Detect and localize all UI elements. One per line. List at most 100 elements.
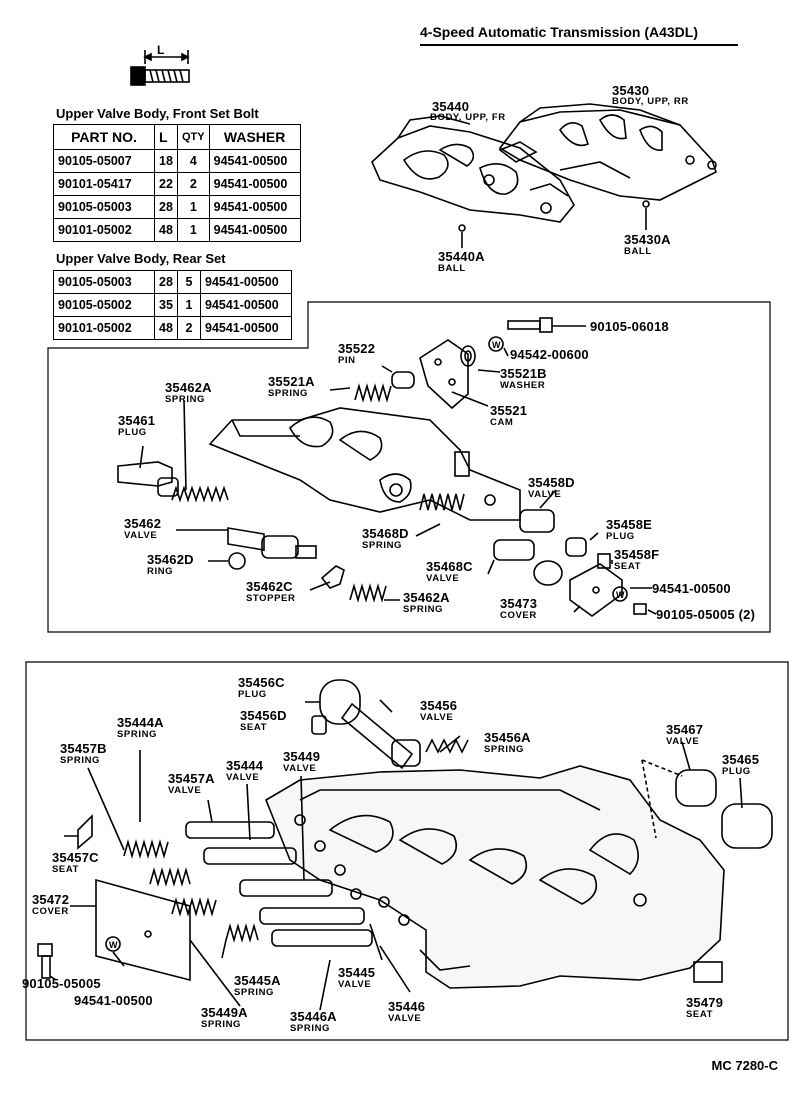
part-name-35440: BODY, UPP, FR [430,112,506,123]
plug-35458e [565,537,587,557]
part-name-35456a: SPRING [484,744,525,755]
part-number-90105-06018: 90105-06018 [590,319,669,334]
part-number-35462a-top: 35462A [165,380,212,395]
part-number-35446: 35446 [388,999,426,1014]
part-number-35458d: 35458D [528,475,575,490]
part-number-35444: 35444 [226,758,264,773]
washer-cell: 94541-00500 [208,218,301,242]
table-header-row: PART NO. L QTY WASHER [53,124,301,150]
length-cell: 48 [154,218,178,242]
part-name-35446a: SPRING [290,1023,331,1034]
length-cell: 48 [154,316,178,340]
column-header-washer: WASHER [208,124,301,150]
cam-35521 [419,339,469,410]
spring-35462a-bot [349,583,387,603]
part-name-35461: PLUG [118,427,147,438]
part-number-35444a: 35444A [117,715,164,730]
seat-35456d [311,715,327,735]
part-name-35445: VALVE [338,979,372,990]
valve-35444 [203,847,297,865]
washer-mark-icon-3 [105,936,121,952]
part-number-35467: 35467 [666,722,704,737]
upper-rear-body-illustration [498,103,717,201]
bolt-length-label: L [157,43,165,57]
spring-35445a [225,923,259,943]
qty-cell: 4 [177,149,210,173]
plug-35461 [117,461,179,497]
valve-35456 [340,702,421,770]
valve-35462 [227,527,317,559]
part-number-35430: 35430 [612,83,650,98]
part-no-cell: 90101-05417 [53,172,155,196]
qty-cell: 2 [177,172,210,196]
column-header-length: L [154,124,178,150]
pin-35522 [391,371,415,389]
rear-set-caption: Upper Valve Body, Rear Set [56,251,226,266]
lower-valve-body-illustration [265,765,725,989]
part-number-35473: 35473 [500,596,538,611]
part-number-35458e: 35458E [606,517,653,532]
washer-cell: 94541-00500 [200,316,292,340]
part-name-35446: VALVE [388,1013,422,1024]
part-number-90105-05005: 90105-05005 [22,976,101,991]
bolt-90105-05005-2 [633,603,647,615]
stopper-35462c [320,565,345,589]
part-number-35468d: 35468D [362,526,409,541]
upper-front-body-illustration [371,115,575,223]
length-cell: 28 [154,270,178,294]
part-name-35456c: PLUG [238,689,267,700]
part-name-35468c: VALVE [426,573,460,584]
valve-35445 [259,907,365,925]
part-name-35479: SEAT [686,1009,714,1020]
part-number-35449: 35449 [283,749,321,764]
part-number-35449a: 35449A [201,1005,248,1020]
part-name-35449: VALVE [283,763,317,774]
part-name-35462c: STOPPER [246,593,296,604]
length-cell: 22 [154,172,178,196]
part-number-35521: 35521 [490,403,528,418]
part-name-35467: VALVE [666,736,700,747]
washer-cell: 94541-00500 [208,172,301,196]
part-number-94541-00500-a: 94541-00500 [652,581,731,596]
washer-cell: 94541-00500 [200,270,292,294]
spring-35457b-group [149,867,191,887]
plug-35465 [721,803,773,849]
part-number-35462c: 35462C [246,579,293,594]
part-number-35521a: 35521A [268,374,315,389]
part-name-35457c: SEAT [52,864,80,875]
valve-35449 [239,879,333,897]
qty-cell: 1 [177,195,210,219]
valve-35446 [271,929,373,947]
valve-35467 [675,769,717,807]
column-header-part-no: PART NO. [53,124,155,150]
part-no-cell: 90105-05003 [53,270,155,294]
part-name-35430a: BALL [624,246,652,257]
part-name-35521a: SPRING [268,388,309,399]
part-name-35465: PLUG [722,766,751,777]
bolt-90105-05005 [37,943,53,979]
diagram-title: 4-Speed Automatic Transmission (A43DL) [420,24,698,40]
part-name-35473: COVER [500,610,537,621]
front-set-caption: Upper Valve Body, Front Set Bolt [56,106,259,121]
qty-cell: 5 [177,270,201,294]
part-name-35462d: RING [147,566,174,577]
valve-35468c [493,539,563,586]
part-name-35440a: BALL [438,263,466,274]
part-name-35444a: SPRING [117,729,158,740]
part-no-cell: 90105-05002 [53,293,155,317]
washer-cell: 94541-00500 [208,195,301,219]
part-name-35430: BODY, UPP, RR [612,96,689,107]
part-no-cell: 90105-05003 [53,195,155,219]
part-number-90105-05005-2: 90105-05005 (2) [656,607,756,622]
part-number-35456d: 35456D [240,708,287,723]
part-number-35445a: 35445A [234,973,281,988]
spring-35444a [123,839,169,859]
